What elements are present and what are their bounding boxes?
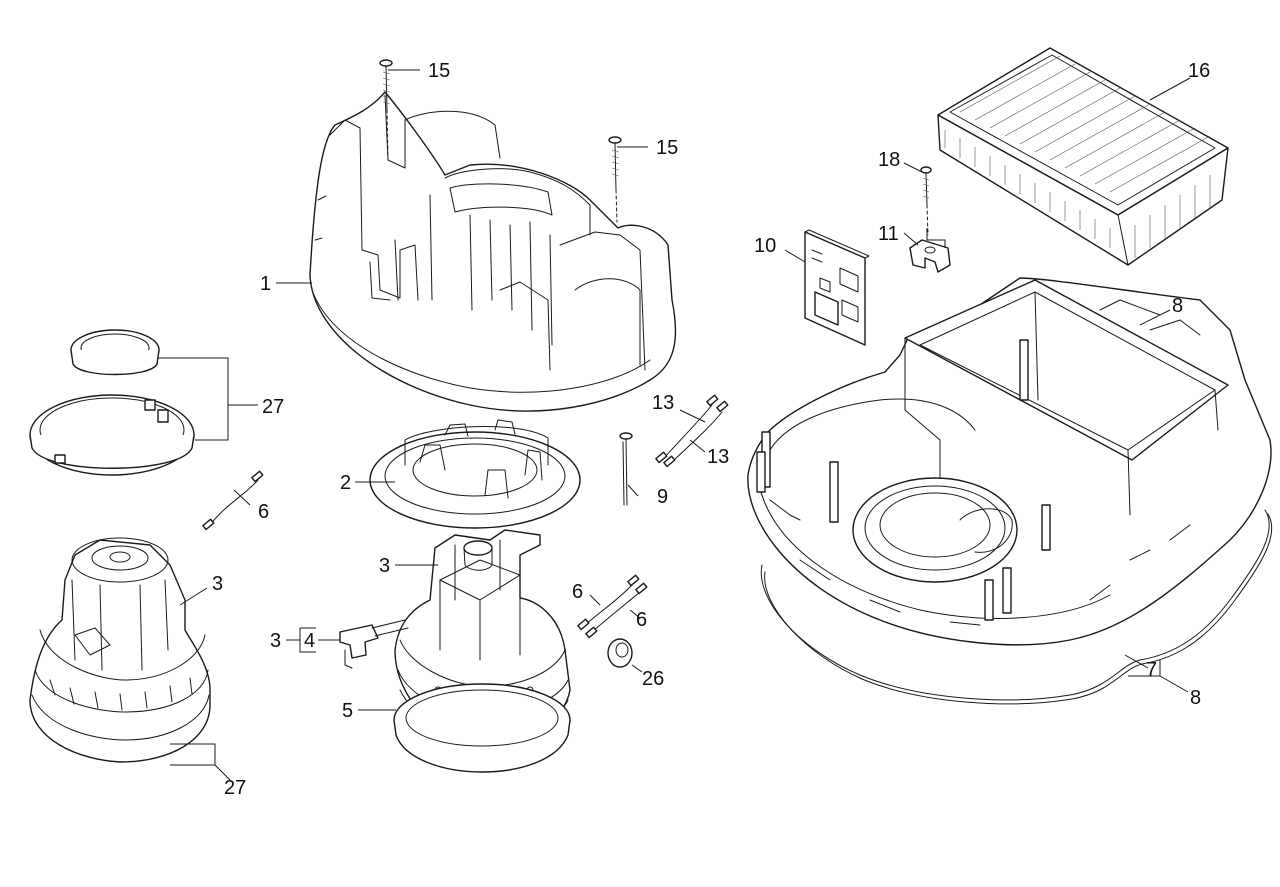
part-motor-left xyxy=(29,537,211,763)
callout-labels: 15 15 1 2 3 5 3 4 9 13 13 6 6 26 6 3 27 … xyxy=(212,60,1210,799)
callout-16: 16 xyxy=(1188,60,1210,82)
part-long-screw xyxy=(619,432,633,506)
part-circuit-board xyxy=(804,229,870,346)
callout-13a: 13 xyxy=(652,392,674,414)
callout-5: 5 xyxy=(342,700,353,722)
callout-26: 26 xyxy=(642,668,664,690)
part-container-top xyxy=(747,277,1272,646)
callout-8-top: 8 xyxy=(1172,295,1183,317)
part-motor-cover xyxy=(309,91,677,412)
part-screw-15b xyxy=(608,136,622,191)
callout-8-bottom: 8 xyxy=(1190,687,1201,709)
callout-4: 4 xyxy=(304,630,315,652)
part-switch xyxy=(339,619,409,669)
part-cable-13 xyxy=(655,394,729,468)
callout-6b: 6 xyxy=(636,609,647,631)
callout-10: 10 xyxy=(754,235,776,257)
callout-6c: 6 xyxy=(258,501,269,523)
callout-13b: 13 xyxy=(707,446,729,468)
callout-18: 18 xyxy=(878,149,900,171)
callout-11: 11 xyxy=(878,223,899,245)
part-lower-seal xyxy=(393,683,571,773)
part-gasket xyxy=(760,509,1273,705)
part-screw-15a xyxy=(379,59,393,111)
callout-9: 9 xyxy=(657,486,668,508)
part-cable-6-left xyxy=(202,470,264,531)
callout-15b: 15 xyxy=(656,137,678,159)
part-motor-ring xyxy=(369,419,581,529)
callout-3-switch: 3 xyxy=(270,630,281,652)
part-clip-11 xyxy=(909,239,951,273)
callout-7: 7 xyxy=(1146,659,1157,681)
part-seal-large xyxy=(29,394,195,476)
callout-15a: 15 xyxy=(428,60,450,82)
part-grommet xyxy=(607,638,633,668)
callout-3-center: 3 xyxy=(379,555,390,577)
callout-1: 1 xyxy=(260,273,271,295)
leader-lines xyxy=(158,69,1191,781)
part-seal-small xyxy=(70,329,160,376)
part-screw-18 xyxy=(920,166,932,236)
part-filter xyxy=(937,47,1229,266)
callout-3-left: 3 xyxy=(212,573,223,595)
callout-27a: 27 xyxy=(262,396,284,418)
callout-6a: 6 xyxy=(572,581,583,603)
callout-27b: 27 xyxy=(224,777,246,799)
callout-2: 2 xyxy=(340,472,351,494)
part-cable-6-right xyxy=(577,574,648,639)
